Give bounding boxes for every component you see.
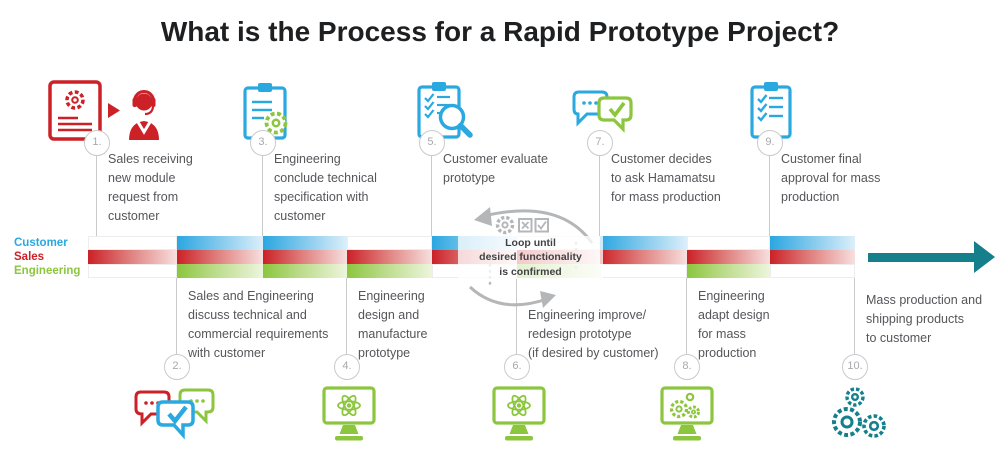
step-label: Sales receiving new module request from … bbox=[108, 152, 193, 223]
band-segment-2-3 bbox=[177, 236, 263, 278]
step-number: 1. bbox=[84, 130, 110, 156]
lane-sales-segment bbox=[177, 250, 263, 264]
step-number: 7. bbox=[587, 130, 613, 156]
step-label: Customer evaluate prototype bbox=[443, 152, 548, 185]
checkbox-rejected-icon bbox=[518, 218, 533, 233]
lane-engineering-segment bbox=[770, 264, 855, 278]
lane-label-sales: Sales bbox=[14, 251, 45, 263]
lane-sales-segment bbox=[347, 250, 432, 264]
lane-engineering-segment bbox=[347, 264, 432, 278]
lane-label-customer: Customer bbox=[14, 237, 68, 249]
band-segment-1-2 bbox=[88, 236, 177, 278]
step-connector bbox=[599, 156, 600, 236]
lane-customer-segment bbox=[687, 236, 770, 250]
step-label: Mass production and shipping products to… bbox=[866, 293, 983, 345]
step-connector bbox=[854, 278, 855, 354]
band-segment-8-9 bbox=[687, 236, 770, 278]
band-segment-4-5 bbox=[347, 236, 432, 278]
lane-labels: Customer Sales Engineering bbox=[14, 236, 80, 278]
band-segment-7-8 bbox=[600, 236, 687, 278]
gear-icon bbox=[495, 215, 515, 235]
mass-production-arrow-head bbox=[974, 241, 995, 273]
lane-engineering-segment bbox=[687, 264, 770, 278]
gears-icon bbox=[830, 384, 894, 450]
lane-customer-segment bbox=[770, 236, 855, 250]
band-segment-9-10 bbox=[770, 236, 855, 278]
lane-customer-segment bbox=[600, 236, 687, 250]
lane-customer-segment bbox=[177, 236, 263, 250]
step-connector bbox=[262, 156, 263, 236]
lane-engineering-segment bbox=[88, 264, 177, 278]
step-label: Engineering adapt design for mass produc… bbox=[698, 289, 770, 360]
monitor-gears-icon bbox=[660, 386, 714, 449]
monitor-atom-icon bbox=[322, 386, 376, 449]
step-label: Engineering conclude technical specifica… bbox=[274, 152, 377, 223]
step-connector bbox=[431, 156, 432, 236]
lane-engineering-segment bbox=[263, 264, 347, 278]
lane-sales-segment bbox=[770, 250, 855, 264]
step-number: 10. bbox=[842, 354, 868, 380]
lane-label-engineering: Engineering bbox=[14, 265, 81, 277]
step-number: 9. bbox=[757, 130, 783, 156]
lane-engineering-segment bbox=[600, 264, 687, 278]
page-title: What is the Process for a Rapid Prototyp… bbox=[160, 16, 840, 47]
request-document-and-support-agent-icon bbox=[48, 80, 160, 147]
step-number: 4. bbox=[334, 354, 360, 380]
step-number: 3. bbox=[250, 130, 276, 156]
step-connector bbox=[176, 278, 177, 354]
step-connector bbox=[96, 156, 97, 236]
step-label: Customer decides to ask Hamamatsu for ma… bbox=[611, 152, 721, 204]
lane-customer-segment bbox=[263, 236, 347, 250]
lane-sales-segment bbox=[687, 250, 770, 264]
step-number: 6. bbox=[504, 354, 530, 380]
step-number: 2. bbox=[164, 354, 190, 380]
band-segment-3-4 bbox=[263, 236, 347, 278]
checkbox-approved-icon bbox=[534, 218, 549, 233]
step-label: Engineering design and manufacture proto… bbox=[358, 289, 428, 360]
step-number: 5. bbox=[419, 130, 445, 156]
step-connector bbox=[769, 156, 770, 236]
speech-bubbles-check-icon bbox=[570, 88, 634, 145]
loop-note: Loop until desired functionality is conf… bbox=[458, 236, 603, 279]
monitor-atom-icon bbox=[492, 386, 546, 449]
three-speech-bubbles-icon bbox=[132, 386, 218, 449]
step-label: Sales and Engineering discuss technical … bbox=[188, 289, 329, 360]
lane-customer-segment bbox=[88, 236, 177, 250]
step-label: Engineering improve/ redesign prototype … bbox=[528, 308, 659, 360]
mass-production-arrow bbox=[868, 253, 974, 262]
lane-customer-segment bbox=[347, 236, 432, 250]
timeline-band bbox=[88, 236, 855, 278]
step-connector bbox=[346, 278, 347, 354]
step-label: Customer final approval for mass product… bbox=[781, 152, 881, 204]
lane-sales-segment bbox=[263, 250, 347, 264]
lane-sales-segment bbox=[600, 250, 687, 264]
step-connector bbox=[516, 278, 517, 354]
lane-sales-segment bbox=[88, 250, 177, 264]
step-connector bbox=[686, 278, 687, 354]
step-number: 8. bbox=[674, 354, 700, 380]
lane-engineering-segment bbox=[177, 264, 263, 278]
